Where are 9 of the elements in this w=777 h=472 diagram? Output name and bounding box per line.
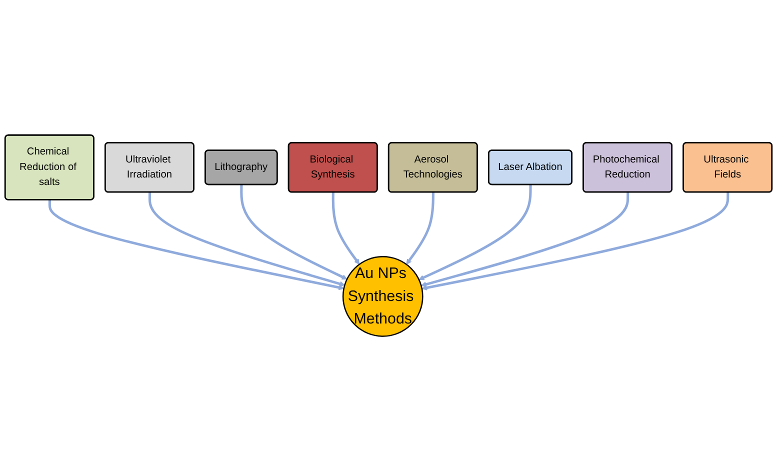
arrow (422, 192, 730, 291)
arrow (406, 192, 434, 265)
arrow (420, 192, 630, 288)
arrow (240, 185, 348, 280)
arrow (332, 192, 360, 265)
arrow (418, 185, 532, 280)
node-circle: Au NPs Synthesis Methods (342, 256, 424, 338)
arrow (148, 192, 345, 287)
arrow (48, 200, 344, 291)
